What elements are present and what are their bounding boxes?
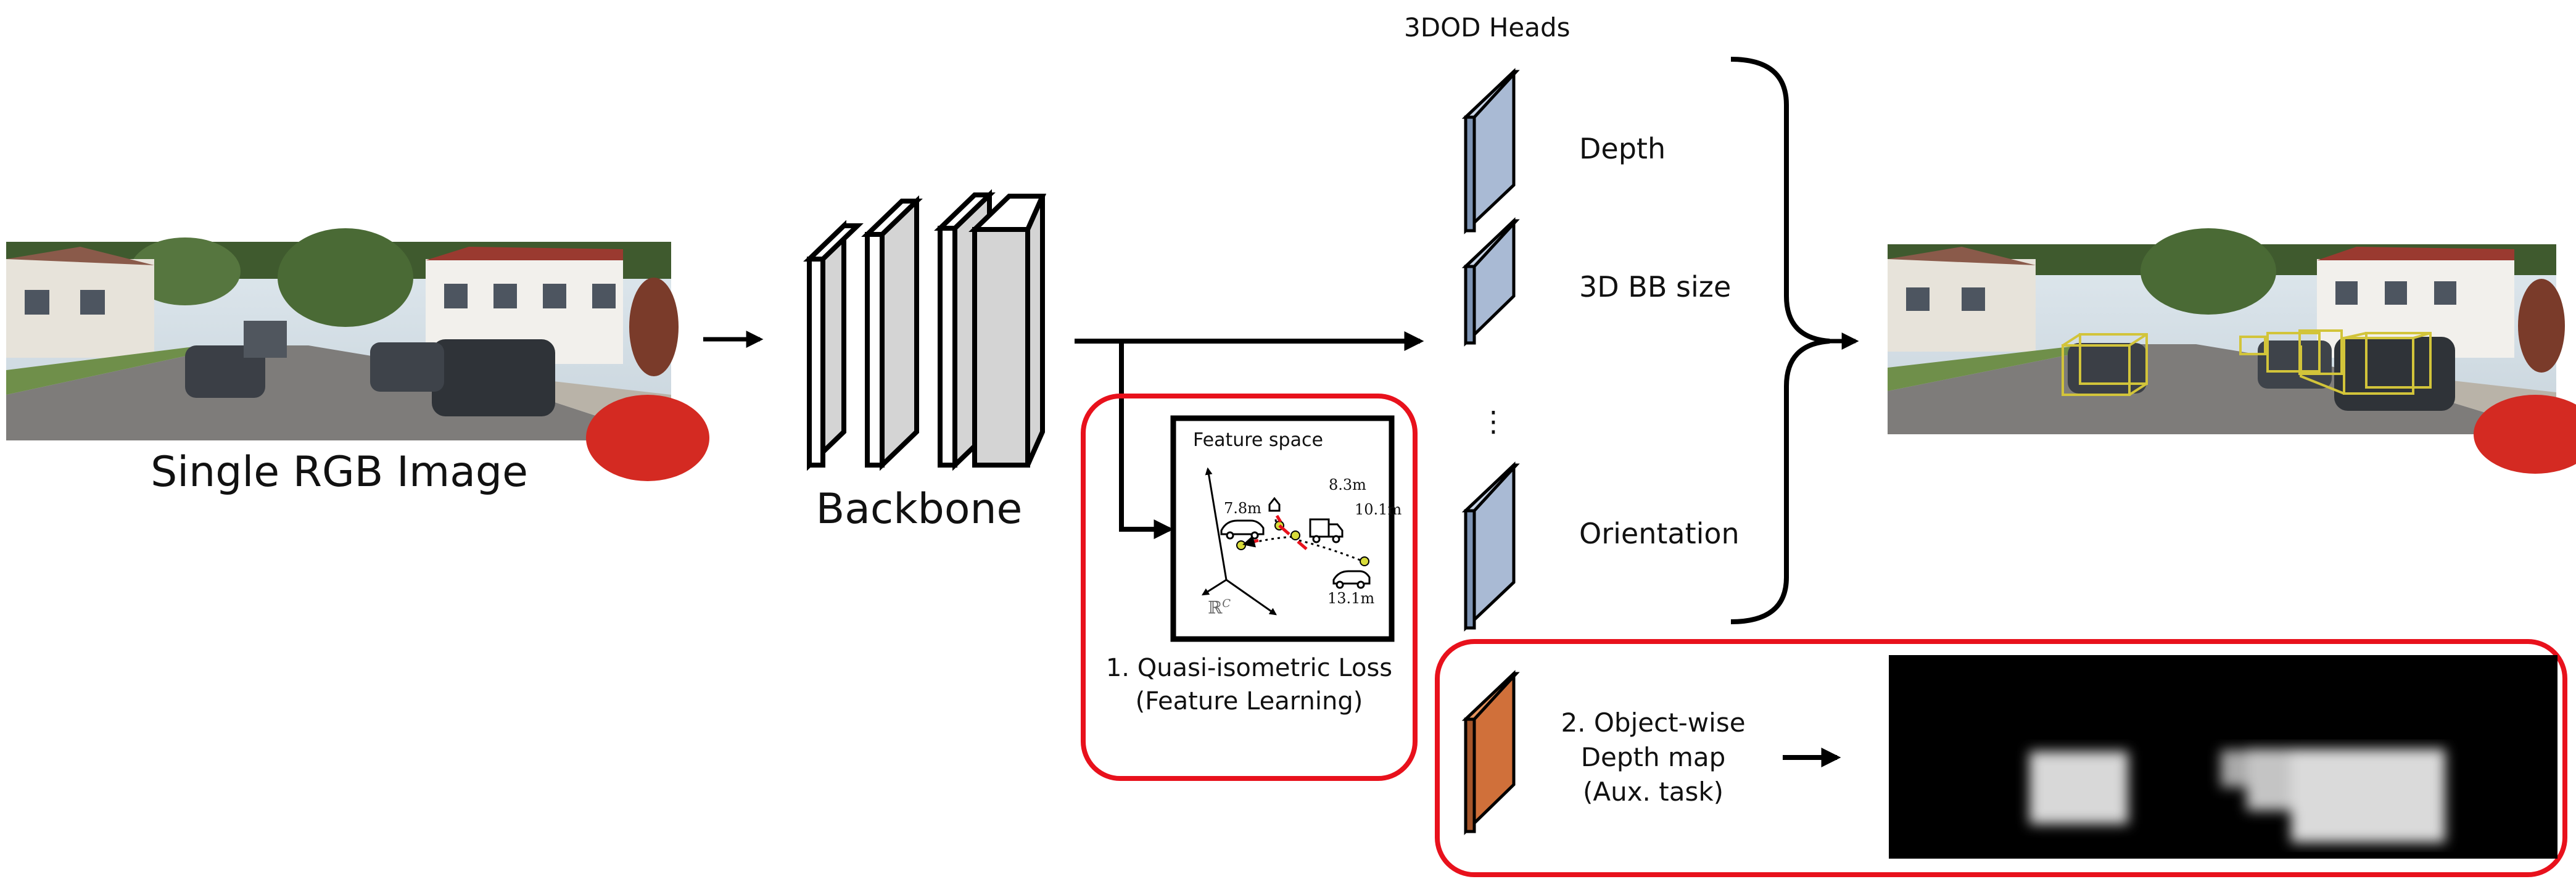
distance-label-truck: 10.1m (1355, 501, 1402, 518)
output-street-image (1888, 228, 2576, 474)
loss-caption: 1. Quasi-isometric Loss (Feature Learnin… (1083, 651, 1415, 718)
feature-space-objects (1220, 497, 1371, 589)
feature-space-axes (1201, 467, 1277, 616)
input-image-label: Single RGB Image (151, 448, 528, 497)
backbone-slab-2 (861, 195, 923, 471)
head-label-bbsize: 3D BB size (1579, 270, 1732, 303)
backbone-output-arrows (1075, 331, 1424, 539)
depth-blob-4 (2291, 749, 2445, 843)
aux-caption-line3: (Aux. task) (1582, 777, 1724, 807)
head-slabs (1461, 68, 1520, 632)
loss-caption-line2: (Feature Learning) (1135, 687, 1363, 716)
distance-label-car-left: 7.8m (1224, 500, 1261, 517)
loss-caption-line1: 1. Quasi-isometric Loss (1105, 654, 1393, 682)
depth-head-slab (1461, 68, 1520, 234)
aux-caption: 2. Object-wise Depth map (Aux. task) (1530, 706, 1777, 809)
depth-blob-1 (2029, 751, 2128, 824)
feature-space-links (1241, 519, 1364, 563)
object-wise-depth-map (1889, 655, 2557, 859)
space-symbol-exponent: C (1222, 597, 1231, 610)
head-label-orientation: Orientation (1579, 517, 1740, 550)
backbone-slab-4 (968, 194, 1047, 468)
predicted-3d-boxes (2062, 329, 2432, 396)
input-street-image (6, 228, 709, 481)
heads-title: 3DOD Heads (1404, 12, 1571, 43)
bbsize-head-slab (1461, 217, 1520, 347)
space-symbol-base: ℝ (1208, 597, 1223, 618)
heads-brace (1730, 57, 1830, 624)
heads-ellipsis: ⋮ (1479, 405, 1508, 438)
feature-space-red-arrows (1242, 514, 1308, 550)
aux-caption-line1: 2. Object-wise (1561, 708, 1746, 738)
head-label-depth: Depth (1579, 132, 1666, 165)
aux-highlight-box (1435, 639, 2567, 877)
aux-head-slab (1461, 670, 1520, 835)
distance-label-car-right: 13.1m (1327, 590, 1375, 607)
aux-caption-line2: Depth map (1580, 742, 1726, 772)
backbone-slab-1 (803, 220, 864, 471)
feature-space-label: Feature space (1193, 429, 1323, 451)
loss-highlight-box (1081, 394, 1418, 781)
backbone-label: Backbone (815, 485, 1023, 534)
backbone-block (803, 189, 1047, 471)
distance-label-pedestrian: 8.3m (1329, 476, 1366, 493)
orientation-head-slab (1461, 461, 1520, 632)
space-symbol: ℝC (1208, 597, 1231, 617)
